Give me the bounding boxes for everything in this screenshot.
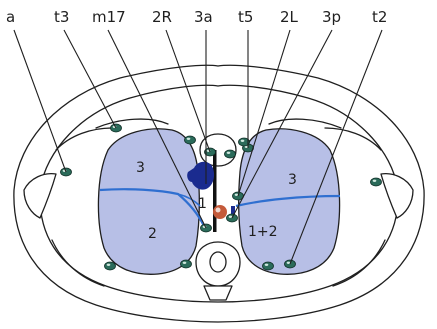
zone-label-left-lower: 1+2 [248, 224, 278, 240]
left-scapula [24, 174, 56, 218]
station-label-2l: 2L [280, 8, 299, 26]
station-label-a: a [6, 8, 15, 26]
zone-label-right-upper: 3 [136, 160, 145, 176]
lymph-node-highlight [227, 152, 231, 154]
lymph-node-highlight [265, 264, 269, 266]
station-label-m17: m17 [92, 8, 126, 26]
right-rib-lower [333, 240, 385, 286]
right-scapula [381, 174, 413, 218]
left-rib-lower [52, 240, 104, 286]
lymph-node-highlight [183, 262, 187, 264]
lymph-node-highlight [107, 264, 111, 266]
vessel-highlight [216, 208, 221, 213]
leader-line-a [14, 30, 66, 172]
pulmonary-artery [213, 205, 227, 219]
lymph-node-marker [181, 260, 192, 268]
station-label-3p: 3p [322, 8, 341, 26]
lymph-node-highlight [187, 138, 191, 140]
station-label-t2: t2 [372, 8, 387, 26]
left-rib-upper [96, 119, 168, 128]
aorta-marker [213, 150, 217, 232]
vertebra [196, 242, 240, 286]
zone-label-left-upper: 3 [288, 172, 297, 188]
station-label-t5: t5 [238, 8, 253, 26]
lymph-node-marker [371, 178, 382, 186]
lymph-node-marker [263, 262, 274, 270]
lymph-node-marker [225, 150, 236, 158]
right-rib-upper [269, 119, 341, 128]
station-label-2r: 2R [152, 8, 172, 26]
station-label-t3: t3 [54, 8, 69, 26]
zone-label-right-lower: 2 [148, 226, 157, 242]
lymph-node-marker [185, 136, 196, 144]
lymph-node-highlight [373, 180, 377, 182]
right-lung [98, 129, 199, 274]
lymph-node-highlight [241, 140, 245, 142]
zone-label-center-right: 1 [198, 196, 207, 212]
lymph-node-marker [105, 262, 116, 270]
leader-line-t3 [64, 30, 116, 128]
station-label-3a: 3a [194, 8, 213, 26]
spinous-process [204, 286, 232, 300]
